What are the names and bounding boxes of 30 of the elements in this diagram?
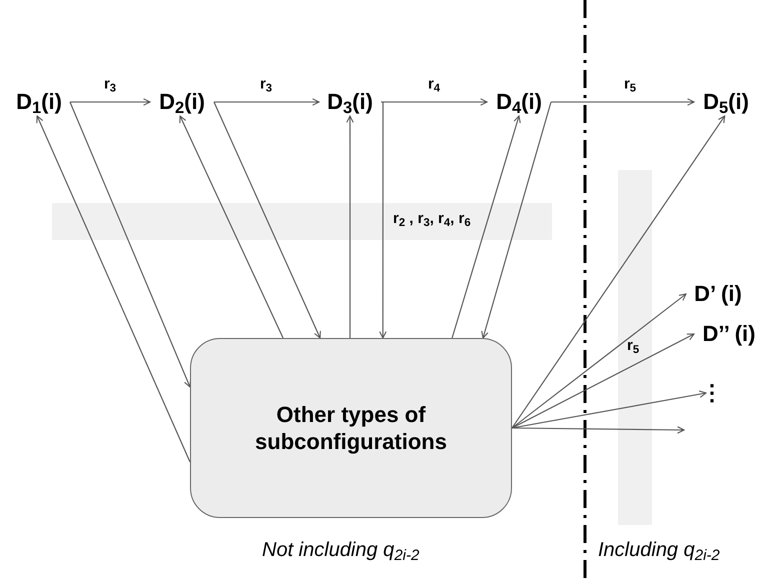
state-label: D$_{3}$(i) [319,88,381,116]
state-label: ⋮ [706,380,718,406]
arrow [481,102,552,339]
arrow [512,390,707,429]
state-label: D’ (i) [686,280,750,308]
arrow [214,102,321,339]
text-label: Including q$_{2i-2}$ [598,540,720,560]
arrow [381,98,488,106]
text-label: r$_{5}$ [627,338,640,353]
text-label: r$_{2}$ , r$_{3}$, r$_{4}$, r$_{6}$ [393,211,471,226]
text-label: Not including q$_{2i-2}$ [262,540,420,560]
arrow [70,98,151,106]
arrow [179,115,284,338]
rounded-box: Other types of subconfigurations [190,338,512,518]
arrow [512,115,726,428]
state-label: D’’ (i) [694,320,764,348]
arrow [70,102,191,388]
arrow [551,98,695,106]
state-label: D$_{4}$(i) [487,88,551,116]
arrow [512,293,687,428]
arrow [379,101,387,339]
arrow [452,115,521,338]
arrow [346,115,354,338]
arrow [512,333,695,428]
arrow [214,98,320,106]
arrow [36,115,190,462]
state-label: D$_{2}$(i) [150,88,214,116]
state-label: D$_{5}$(i) [694,88,758,116]
arrow [512,426,685,434]
state-label: D$_{1}$(i) [8,88,70,116]
